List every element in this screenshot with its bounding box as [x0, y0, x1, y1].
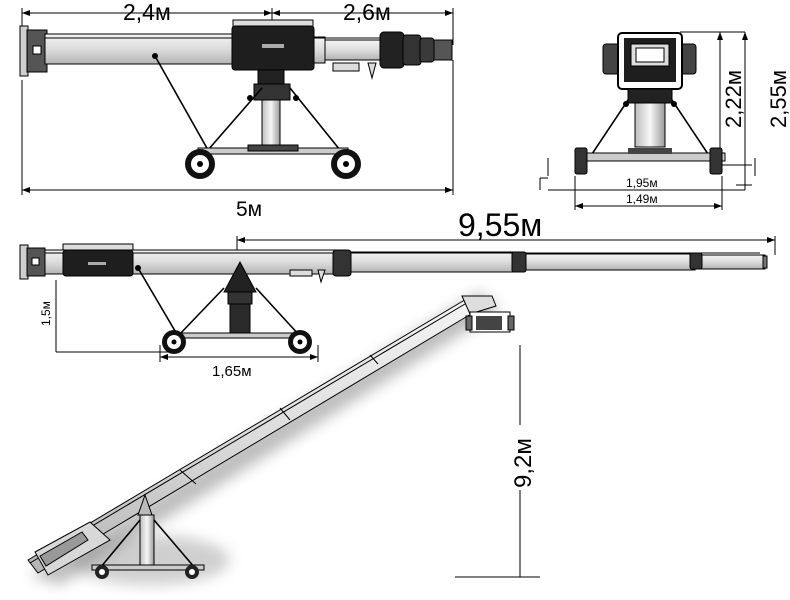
side-view-stowed: 2,4м 2,6м 5м [19, 0, 454, 221]
front-view: 2,22м 2,55м 1,95м 1,49м [539, 31, 790, 210]
dim-1-65m: 1,65м [212, 363, 252, 380]
dim-2-6m: 2,6м [343, 0, 391, 25]
dim-1-5m: 1,5м [39, 301, 53, 326]
raised-view: 9,2м [27, 292, 540, 585]
dim-1-49m: 1,49м [626, 192, 658, 206]
dim-2-55m: 2,55м [766, 70, 790, 128]
dim-1-95m: 1,95м [626, 176, 658, 190]
dim-2-22m: 2,22м [721, 70, 746, 128]
dim-9-2m: 9,2м [510, 438, 537, 488]
dim-9-55m: 9,55м [458, 207, 542, 243]
side-view-extended: 9,55м [19, 207, 776, 380]
dim-5m: 5м [236, 198, 262, 221]
dim-2-4m: 2,4м [123, 0, 171, 25]
